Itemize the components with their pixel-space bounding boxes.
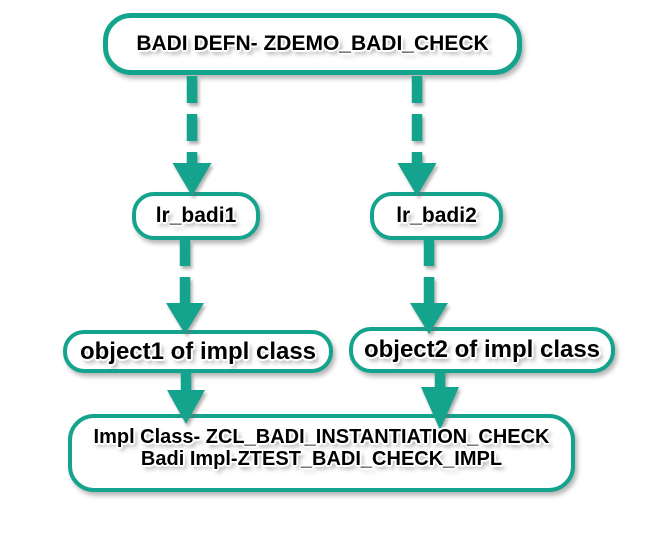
node-lr-badi2: lr_badi2 xyxy=(370,192,503,240)
node-lr-badi2-label: lr_badi2 xyxy=(396,204,477,227)
node-object1-label: object1 of impl class xyxy=(79,337,317,365)
node-object1: object1 of impl class xyxy=(63,330,333,373)
node-lr-badi1: lr_badi1 xyxy=(132,192,260,240)
edge-lr-badi1-to-object1 xyxy=(166,240,204,334)
node-badi-defn: BADI DEFN- ZDEMO_BADI_CHECK xyxy=(103,13,522,75)
edge-badi-defn-to-lr-badi1 xyxy=(172,76,212,196)
node-object2-label: object2 of impl class xyxy=(363,336,601,363)
edge-lr-badi2-to-object2 xyxy=(410,240,448,334)
node-badi-defn-label: BADI DEFN- ZDEMO_BADI_CHECK xyxy=(136,32,489,55)
node-object2: object2 of impl class xyxy=(349,327,615,373)
node-impl-class-line2: Badi Impl-ZTEST_BADI_CHECK_IMPL xyxy=(140,448,503,470)
edge-badi-defn-to-lr-badi2 xyxy=(397,76,437,196)
node-impl-class-line1: Impl Class- ZCL_BADI_INSTANTIATION_CHECK xyxy=(93,426,550,448)
node-lr-badi1-label: lr_badi1 xyxy=(155,204,237,227)
node-impl-class: Impl Class- ZCL_BADI_INSTANTIATION_CHECK… xyxy=(68,414,575,492)
